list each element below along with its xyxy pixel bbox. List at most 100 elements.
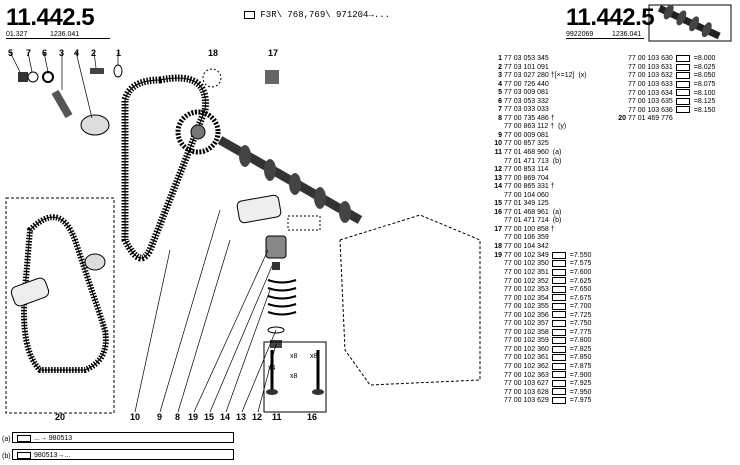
dimension-box-icon <box>675 106 690 114</box>
application-header: F3R\ 768,769\ 971204→... <box>244 10 390 20</box>
inset-tensioner-pulley <box>84 253 106 271</box>
part-number-index: 7 <box>498 106 502 114</box>
part-note: =8.050 <box>693 72 716 80</box>
dimension-box-icon <box>551 268 566 276</box>
left-catalog-code: 11.442.5 <box>6 4 95 31</box>
right-sub-code-1: 9922069 <box>566 31 594 38</box>
parts-list-row: 77 00 103 635=8.125 <box>614 97 738 107</box>
camshaft-sprocket <box>175 109 221 155</box>
part-number-index: 1 <box>498 55 502 62</box>
part-reference: 77 03 101 091 <box>504 63 549 71</box>
callout-6: 6 <box>42 48 48 58</box>
part-reference: 77 00 103 627 <box>504 380 549 388</box>
part-reference: 77 00 104 342 <box>504 243 549 251</box>
part-number-index: 11 <box>494 149 502 157</box>
part-reference: 77 00 102 356 <box>504 311 549 319</box>
footnote-label-b: (b) <box>2 453 11 460</box>
dimension-box-icon <box>675 63 690 71</box>
part-note: =8.100 <box>693 89 716 97</box>
part-reference: 77 00 100 858 † <box>504 225 555 233</box>
part-reference: 77 00 009 081 <box>504 131 549 139</box>
inset-box <box>5 197 115 414</box>
part-note: =7.600 <box>569 269 592 277</box>
part-number-index: 6 <box>498 97 502 105</box>
part-number-index: 4 <box>498 80 502 88</box>
parts-list-row: 77 00 102 355=7.700 <box>490 302 620 312</box>
parts-list-row: 77 00 102 351=7.600 <box>490 268 620 278</box>
part-note: =7.975 <box>569 397 592 405</box>
part-number-index: 8 <box>498 114 502 122</box>
dimension-box-icon <box>551 345 566 353</box>
dimension-box-icon <box>551 337 566 345</box>
parts-list-row: 77 00 102 357=7.750 <box>490 319 620 329</box>
inset-tensioner-bracket <box>10 277 50 307</box>
stud-3 <box>51 89 73 119</box>
dimension-box-icon <box>551 277 566 285</box>
part-note: =7.850 <box>569 354 592 362</box>
vehicle-box-icon <box>244 10 255 19</box>
part-note: =7.725 <box>569 311 592 319</box>
dimension-box-icon <box>551 311 566 319</box>
dimension-box-icon <box>551 379 566 387</box>
part-reference: 77 00 863 112 † <box>504 123 555 131</box>
right-sub-code-2: 1236.041 <box>612 31 642 38</box>
part-note: =8.075 <box>693 80 716 88</box>
part-note: =8.125 <box>693 98 716 106</box>
footnote-b-text: 980513→... <box>34 452 71 459</box>
part-number-index: 10 <box>494 140 502 148</box>
part-reference: 77 00 102 362 <box>504 363 549 371</box>
left-sub-code-2: 1236.041 <box>50 31 80 38</box>
dimension-box-icon <box>551 371 566 379</box>
part-reference: 77 00 103 630 <box>628 55 673 63</box>
right-catalog-code: 11.442.5 <box>566 4 655 31</box>
callout-13: 13 <box>236 412 247 422</box>
parts-list-row: 77 00 103 636=8.150 <box>614 106 738 115</box>
parts-list-row: 77 00 102 350=7.575 <box>490 260 620 269</box>
tensioner-4 <box>80 114 110 136</box>
parts-list-row: 77 00 106 359 <box>490 234 620 243</box>
footnote-b: 980513→... <box>12 449 234 460</box>
part-number-index: 17 <box>494 225 502 233</box>
camshaft <box>217 136 363 224</box>
part-reference: 77 00 102 359 <box>504 337 549 345</box>
dimension-box-icon <box>551 362 566 370</box>
callout-15: 15 <box>204 412 215 422</box>
seal-18 <box>202 68 222 88</box>
part-reference: 77 00 106 359 <box>504 234 549 242</box>
callout-5: 5 <box>8 48 14 58</box>
part-reference: 77 00 103 631 <box>628 63 673 71</box>
parts-list-row: 77 00 103 627=7.925 <box>490 379 620 389</box>
part-reference: 77 01 468 960 <box>504 149 549 157</box>
part-note: (b) <box>552 157 562 165</box>
dimension-box-icon <box>551 354 566 362</box>
parts-list-row: 77 00 102 353=7.650 <box>490 285 620 295</box>
parts-list-row: 77 00 102 356 =7.725 <box>490 311 620 320</box>
part-note: =7.675 <box>569 294 592 302</box>
callout-18: 18 <box>208 48 219 58</box>
part-reference: 77 03 053 345 <box>504 55 549 62</box>
callout-7: 7 <box>26 48 32 58</box>
washer-7 <box>27 71 39 83</box>
part-reference: 77 00 857 325 <box>504 140 549 148</box>
dimension-box-icon <box>675 97 690 105</box>
callout-1: 1 <box>116 48 122 58</box>
part-reference: 77 00 102 360 <box>504 345 549 353</box>
cylinder-head-outline <box>339 214 481 386</box>
parts-list-row: 77 00 102 358=7.775 <box>490 328 620 338</box>
part-note: =7.950 <box>569 388 592 396</box>
part-reference: 77 01 468 961 <box>504 208 549 216</box>
dimension-box-icon <box>551 388 566 396</box>
parts-list-row: 77 00 103 629=7.975 <box>490 396 620 406</box>
